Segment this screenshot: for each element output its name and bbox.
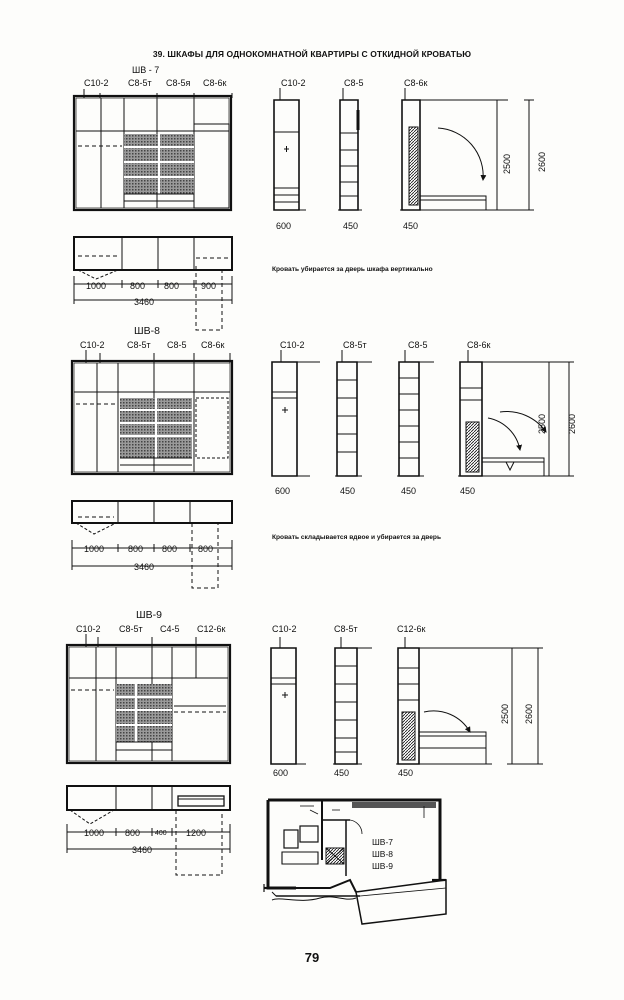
v2-section-dim-2: 450 [340,486,355,496]
v2-sections [271,350,574,477]
v1-section-label-1: С10-2 [281,78,306,88]
v2-front-elevation [70,350,234,476]
v1-front-elevation [72,89,233,212]
v2-height-dim-2: 2600 [567,414,577,434]
v1-caption: Кровать убирается за дверь шкафа вертика… [272,266,433,273]
v3-plan-dim-3: 400 [155,830,167,837]
v2-annotations: ШВ-8 С10-2 С8-5т С8-5 С8-6к 1000 800 800… [80,325,577,572]
v3-section-dim-2: 450 [334,768,349,778]
v1-front-label-2: С8-5т [128,78,152,88]
v3-section-dim-3: 450 [398,768,413,778]
v1-section-label-2: С8-5 [344,78,364,88]
v3-section-label-3: С12-6к [397,624,426,634]
v3-sections [270,637,543,765]
v2-caption: Кровать складывается вдвое и убирается з… [272,534,442,541]
v1-plan-dim-2: 800 [130,281,145,291]
v1-section-dim-3: 450 [403,221,418,231]
v1-front-label-3: С8-5я [166,78,191,88]
page-heading: 39. ШКАФЫ ДЛЯ ОДНОКОМНАТНОЙ КВАРТИРЫ С О… [152,49,472,59]
v2-plan-dim-1: 1000 [84,544,104,554]
v3-height-dim-2: 2600 [524,704,534,724]
v2-section-dim-1: 600 [275,486,290,496]
v3-height-dim-1: 2500 [500,704,510,724]
v3-plan [66,785,231,876]
v1-height-dim-1: 2500 [502,154,512,174]
v1-annotations: ШВ - 7 С10-2 С8-5т С8-5я С8-6к 1000 800 … [84,65,547,307]
v1-plan-total: 3460 [134,297,154,307]
v3-front-label-3: С4-5 [160,624,180,634]
v3-front-label-1: С10-2 [76,624,101,634]
v1-plan-dim-1: 1000 [86,281,106,291]
legend-item-shv9: ШВ-9 [372,861,393,871]
legend-item-shv8: ШВ-8 [372,849,393,859]
v3-front-label-2: С8-5т [119,624,143,634]
v3-front-elevation [65,634,232,765]
v1-plan-dim-4: 900 [201,281,216,291]
v2-plan-dim-2: 800 [128,544,143,554]
v2-plan [71,500,233,589]
v3-front-label-4: С12-6к [197,624,226,634]
v1-section-dim-2: 450 [343,221,358,231]
v1-section-label-3: С8-6к [404,78,428,88]
v2-section-dim-3: 450 [401,486,416,496]
v2-section-label-3: С8-5 [408,340,428,350]
v1-height-dim-2: 2600 [537,152,547,172]
page-number: 79 [304,950,320,965]
v2-height-dim-1: 2500 [537,414,547,434]
v2-front-label-2: С8-5т [127,340,151,350]
v1-sections [273,88,534,211]
legend-item-shv7: ШВ-7 [372,837,393,847]
v2-plan-dim-3: 800 [162,544,177,554]
v1-section-dim-1: 600 [276,221,291,231]
v3-plan-dim-1: 1000 [84,828,104,838]
v2-plan-dim-4: 800 [198,544,213,554]
v2-section-label-2: С8-5т [343,340,367,350]
v2-section-label-4: С8-6к [467,340,491,350]
apartment-plan-legend: ШВ-7 ШВ-8 ШВ-9 [372,837,393,871]
v3-section-label-1: С10-2 [272,624,297,634]
apartment-floor-plan [263,798,447,925]
v2-section-label-1: С10-2 [280,340,305,350]
v2-front-label-4: С8-6к [201,340,225,350]
v2-front-label-1: С10-2 [80,340,105,350]
v2-section-dim-4: 450 [460,486,475,496]
v3-title: ШВ-9 [136,609,162,621]
v1-front-label-4: С8-6к [203,78,227,88]
v3-section-label-2: С8-5т [334,624,358,634]
v3-plan-dim-2: 800 [125,828,140,838]
v1-front-label-1: С10-2 [84,78,109,88]
v1-title: ШВ - 7 [132,65,159,75]
v1-plan-dim-3: 800 [164,281,179,291]
v3-section-dim-1: 600 [273,768,288,778]
v2-front-label-3: С8-5 [167,340,187,350]
v1-plan [73,236,233,331]
v3-annotations: ШВ-9 С10-2 С8-5т С4-5 С12-6к 1000 800 40… [76,609,534,855]
v2-title: ШВ-8 [134,325,160,337]
v2-plan-total: 3460 [134,562,154,572]
v3-plan-dim-4: 1200 [186,828,206,838]
v3-plan-total: 3460 [132,845,152,855]
